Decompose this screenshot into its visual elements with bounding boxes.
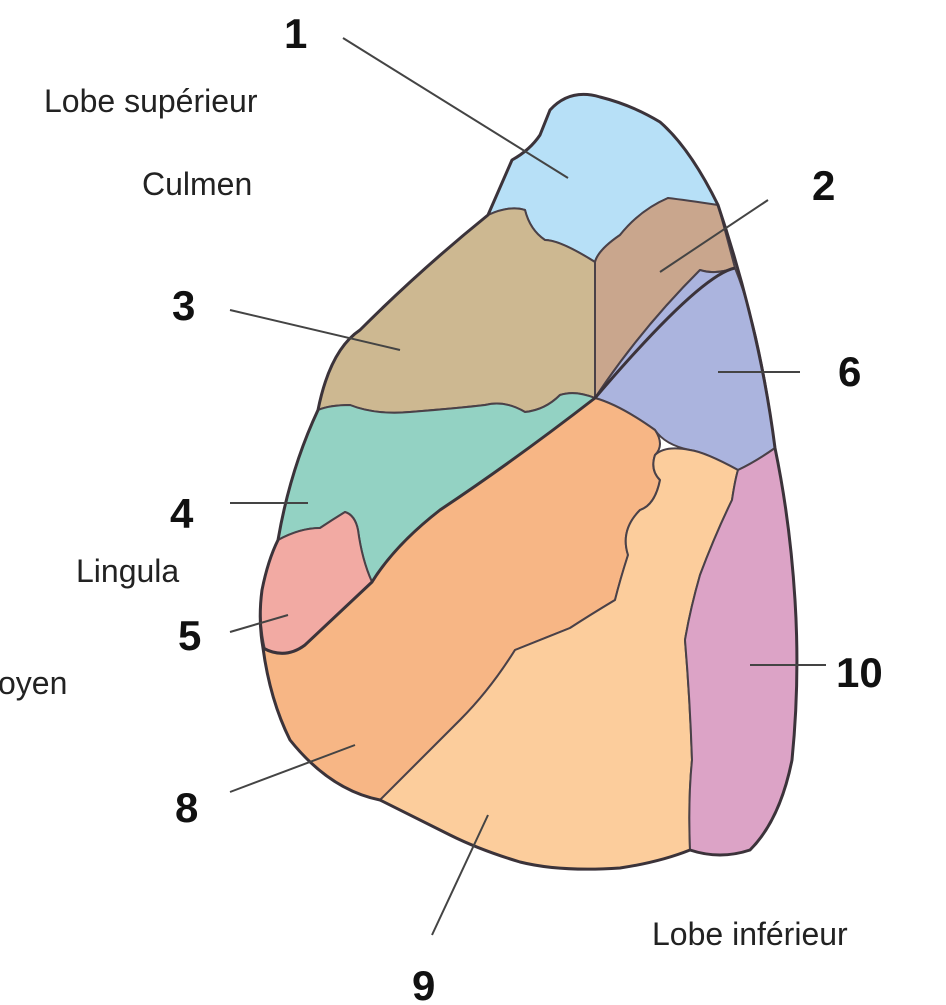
segment-number-1: 1 bbox=[284, 10, 307, 57]
segment-number-5: 5 bbox=[178, 612, 201, 659]
label-lobe-inferieur: Lobe inférieur bbox=[652, 916, 848, 952]
label-lobe-superieur: Lobe supérieur bbox=[44, 83, 258, 119]
segment-number-9: 9 bbox=[412, 962, 435, 1005]
leader-line-1 bbox=[343, 38, 568, 178]
segment-number-2: 2 bbox=[812, 162, 835, 209]
segment-number-8: 8 bbox=[175, 784, 198, 831]
segment-number-10: 10 bbox=[836, 649, 883, 696]
label-culmen: Culmen bbox=[142, 166, 252, 202]
segment-number-3: 3 bbox=[172, 282, 195, 329]
segment-number-4: 4 bbox=[170, 490, 194, 537]
label-lobe-moyen-partial: oyen bbox=[0, 665, 67, 701]
label-lingula: Lingula bbox=[76, 553, 179, 589]
segment-number-6: 6 bbox=[838, 348, 861, 395]
